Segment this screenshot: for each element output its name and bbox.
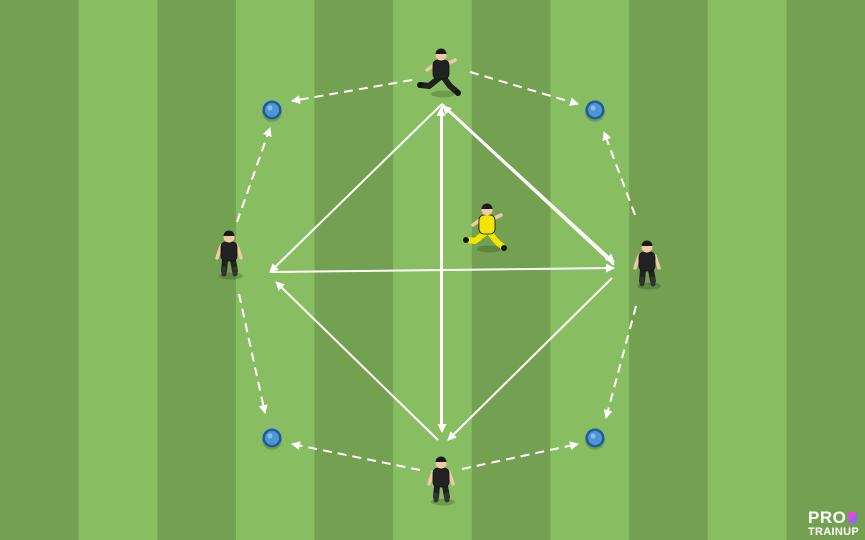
cone-top-right <box>585 101 605 123</box>
logo-text-pro: PRO <box>808 509 846 526</box>
pitch-stripe <box>550 0 629 540</box>
pitch-stripe <box>79 0 158 540</box>
cone-bottom-left <box>262 429 282 451</box>
pitch-stripe <box>236 0 315 540</box>
cone-bottom-right <box>585 429 605 451</box>
protrainup-logo: PRO TRAINUP <box>808 509 859 538</box>
pitch-stripe <box>786 0 865 540</box>
pitch-stripe <box>708 0 787 540</box>
pitch-stripe <box>0 0 79 540</box>
logo-text-trainup: TRAINUP <box>808 527 859 538</box>
logo-square-icon <box>848 512 857 523</box>
cone-top-left <box>262 101 282 123</box>
